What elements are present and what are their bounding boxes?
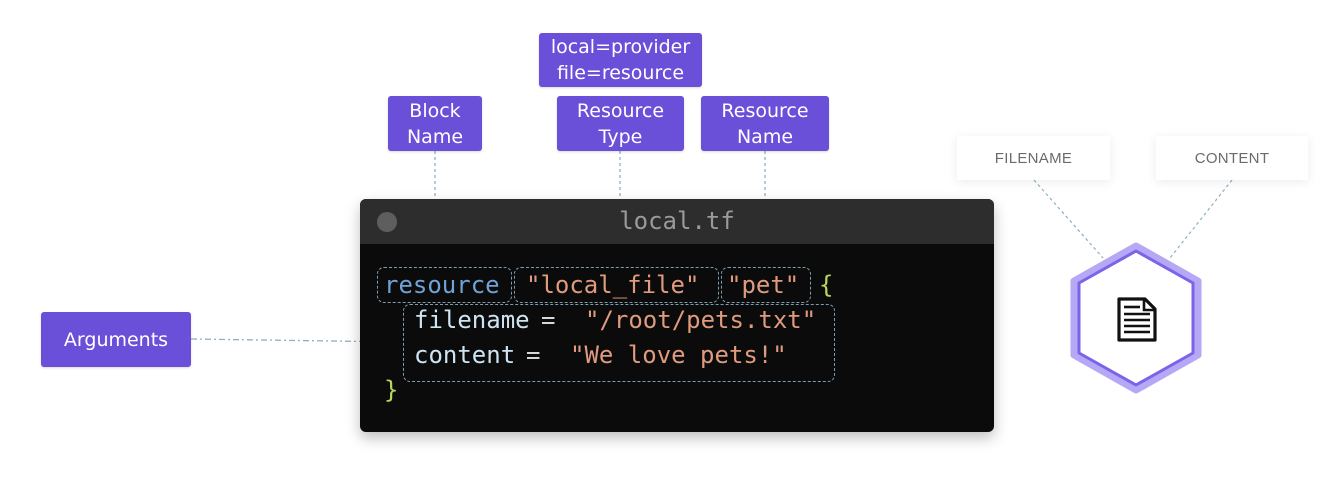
code-keyword-resource: resource [384, 271, 500, 299]
editor-titlebar: local.tf [360, 199, 994, 244]
code-arg-content-value: "We love pets!" [570, 341, 787, 369]
file-resource-hexagon [1070, 242, 1202, 394]
code-close-brace: } [384, 376, 399, 404]
resource-name-label: Resource Name [701, 96, 829, 151]
provider-note-label: local=provider file=resource [539, 33, 702, 87]
block-name-label: Block Name [388, 96, 482, 151]
document-icon [1117, 297, 1157, 342]
window-close-dot-icon[interactable] [377, 212, 397, 232]
attribute-content-text: CONTENT [1194, 149, 1270, 167]
provider-note-line1: local=provider [550, 36, 691, 58]
hexagon-outer-ring [1070, 242, 1202, 394]
attribute-filename-text: FILENAME [994, 149, 1073, 167]
block-name-line1: Block [409, 99, 461, 122]
editor-filename: local.tf [619, 207, 735, 235]
resource-name-line2: Name [736, 125, 794, 148]
arguments-label: Arguments [41, 312, 191, 367]
arguments-text: Arguments [63, 328, 169, 351]
code-arg-filename-name: filename [414, 306, 530, 334]
code-resource-name: "pet" [727, 271, 800, 299]
code-arg-content-name: content [414, 341, 516, 369]
provider-note-line2: file=resource [556, 62, 685, 84]
code-arg-content-equals: = [526, 341, 541, 369]
attribute-filename-pill: FILENAME [957, 136, 1110, 180]
block-name-line2: Name [406, 125, 464, 148]
resource-type-label: Resource Type [557, 96, 684, 151]
code-resource-type: "local_file" [526, 271, 700, 299]
code-arg-filename-value: "/root/pets.txt" [585, 306, 817, 334]
resource-type-line1: Resource [576, 99, 665, 122]
code-editor-window: local.tf resource "local_file" "pet" { f… [360, 199, 994, 432]
code-open-brace: { [819, 271, 834, 299]
attribute-content-pill: CONTENT [1156, 136, 1308, 180]
resource-name-line1: Resource [721, 99, 809, 122]
code-arg-filename-equals: = [541, 306, 556, 334]
resource-type-line2: Type [598, 125, 643, 148]
